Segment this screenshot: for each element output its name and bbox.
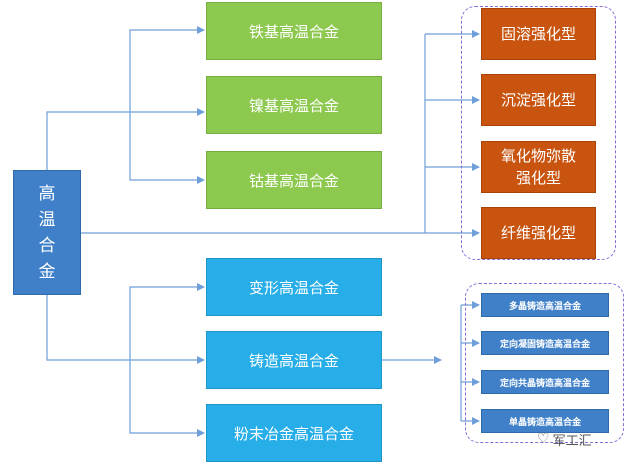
node-nickel-base-alloy: 镍基高温合金	[206, 76, 382, 134]
node-label: 变形高温合金	[248, 278, 339, 297]
node-precipitation: 沉淀强化型	[481, 74, 596, 126]
node-fiber: 纤维强化型	[481, 207, 596, 259]
node-label: 定向凝固铸造高温合金	[499, 339, 590, 350]
strengthening-group-frame	[461, 6, 616, 260]
root-node-label: 高温合金	[38, 183, 56, 282]
node-label: 固溶强化型	[500, 25, 576, 43]
root-node: 高温合金	[13, 170, 81, 295]
node-directional-solidified-cast: 定向凝固铸造高温合金	[481, 331, 609, 355]
node-cast-alloy: 铸造高温合金	[206, 331, 382, 389]
node-powder-metallurgy-alloy: 粉末冶金高温合金	[206, 404, 382, 462]
node-label: 纤维强化型	[500, 224, 576, 242]
connector-process-1	[129, 283, 205, 360]
connector-process-3	[129, 360, 205, 437]
node-label: 镍基高温合金	[248, 96, 339, 115]
connector-root-trunk-up	[46, 111, 130, 170]
node-label: 沉淀强化型	[500, 91, 576, 109]
node-cobalt-base-alloy: 钴基高温合金	[206, 151, 382, 209]
connector-root-trunk-down	[46, 295, 130, 361]
cast-group-frame	[465, 283, 624, 443]
node-label: 铁基高温合金	[248, 22, 339, 41]
node-label: 钴基高温合金	[248, 171, 339, 190]
node-wrought-alloy: 变形高温合金	[206, 258, 382, 316]
watermark: ♡ 军工汇	[537, 428, 592, 450]
node-label: 粉末冶金高温合金	[233, 424, 354, 443]
node-label: 多晶铸造高温合金	[508, 301, 581, 312]
watermark-label: 军工汇	[552, 433, 592, 449]
node-iron-base-alloy: 铁基高温合金	[206, 2, 382, 60]
connector-base-1	[129, 26, 205, 112]
node-directional-eutectic-cast: 定向共晶铸造高温合金	[481, 370, 609, 394]
node-solid-solution: 固溶强化型	[481, 8, 596, 60]
node-label: 单晶铸造高温合金	[508, 417, 581, 428]
node-label: 定向共晶铸造高温合金	[499, 378, 590, 389]
node-label: 氧化物弥散强化型	[500, 147, 576, 187]
node-label: 铸造高温合金	[248, 351, 339, 370]
node-single-crystal-cast: 单晶铸造高温合金	[481, 409, 609, 433]
node-oxide-dispersion: 氧化物弥散强化型	[481, 141, 596, 193]
connector-base-3	[129, 112, 205, 184]
node-polycrystal-cast: 多晶铸造高温合金	[481, 293, 609, 317]
wechat-icon: ♡	[537, 431, 550, 447]
